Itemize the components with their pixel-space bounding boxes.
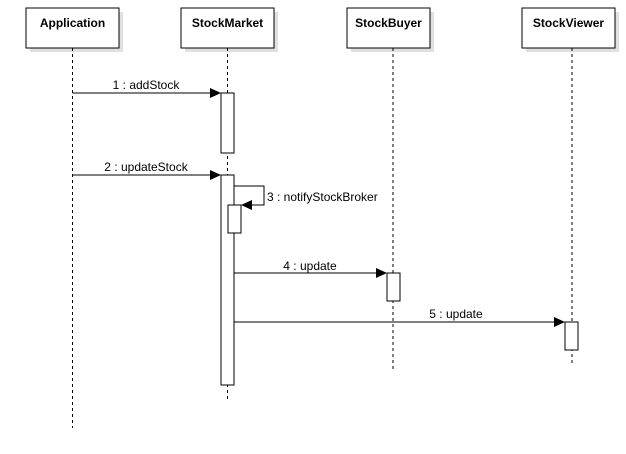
message-label: 1 : addStock (113, 78, 181, 92)
message-label: 2 : updateStock (104, 160, 188, 174)
arrowhead-icon (554, 317, 565, 327)
activation-stockbuyer-update (386, 272, 401, 302)
lifeline-box[interactable] (25, 7, 120, 49)
lifeline-title: StockBuyer (355, 16, 422, 30)
arrowhead-icon (241, 200, 252, 210)
lifeline-stockviewer[interactable]: StockViewer (521, 7, 619, 364)
message-add-stock[interactable]: 1 : addStock (72, 78, 222, 98)
message-label: 4 : update (283, 259, 337, 273)
lifeline-title: StockViewer (533, 16, 604, 30)
message-update-stockbuyer[interactable]: 4 : update (234, 259, 387, 278)
message-update-stockviewer[interactable]: 5 : update (234, 307, 565, 327)
arrowhead-icon (210, 88, 221, 98)
message-notify-stock-broker[interactable]: 3 : notifyStockBroker (234, 185, 378, 210)
arrowhead-icon (210, 170, 221, 180)
message-label: 3 : notifyStockBroker (267, 190, 378, 204)
lifeline-box[interactable] (180, 7, 275, 49)
message-label: 5 : update (429, 307, 483, 321)
activation-stockviewer-update (564, 321, 579, 351)
arrowhead-icon (376, 268, 387, 278)
message-line (234, 185, 265, 206)
lifeline-title: Application (40, 16, 105, 30)
lifeline-application[interactable]: Application (25, 7, 123, 428)
activation-stockmarket-addstock (220, 92, 235, 154)
activation-stockmarket-notify (227, 204, 242, 234)
lifeline-title: StockMarket (192, 16, 263, 30)
lifeline-stockbuyer[interactable]: StockBuyer (346, 7, 434, 372)
lifeline-box[interactable] (346, 7, 431, 49)
message-update-stock[interactable]: 2 : updateStock (72, 160, 222, 180)
lifeline-box[interactable] (521, 7, 616, 49)
